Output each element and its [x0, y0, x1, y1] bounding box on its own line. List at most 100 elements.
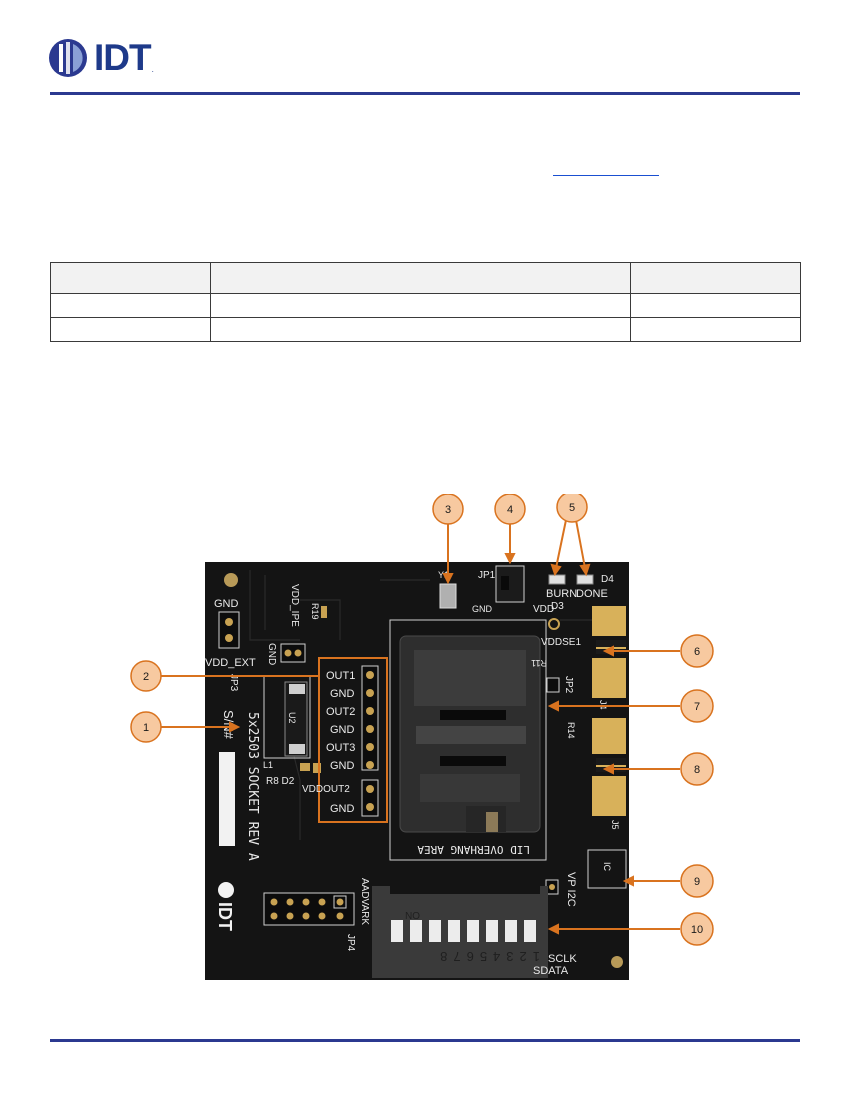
- y1-crystal: [439, 583, 457, 609]
- silk-aadvark: AADVARK: [359, 878, 370, 925]
- callout-leaders: [161, 519, 680, 935]
- spec-table: [50, 262, 801, 342]
- footer-rule: [50, 1039, 800, 1042]
- callout-8: 8: [680, 752, 714, 786]
- silk-d3: D3: [551, 601, 564, 612]
- silk-socket-name: 5x2503 SOCKET REV A: [245, 712, 260, 861]
- u2-chip: [284, 681, 308, 757]
- reference-link[interactable]: [553, 163, 659, 176]
- j5-sma-connector[interactable]: [592, 718, 626, 816]
- silk-r8-d2: R8 D2: [266, 776, 295, 787]
- header-rule: [50, 92, 800, 95]
- silk-vddout2: VDDOUT2: [302, 784, 350, 795]
- logo-text: IDT: [94, 37, 152, 78]
- table-cell: [630, 293, 801, 318]
- callout-4: 4: [494, 494, 526, 525]
- silk-gnd3: GND: [330, 760, 355, 772]
- mounting-hole: [224, 573, 238, 587]
- svg-text:4: 4: [507, 504, 513, 516]
- silk-serial-number: S/N#: [221, 710, 236, 740]
- mounting-hole: [611, 956, 623, 968]
- silk-out2: OUT2: [326, 706, 355, 718]
- callout-7: 7: [680, 689, 714, 723]
- ic-outline: [587, 849, 627, 889]
- callout-5: 5: [556, 494, 588, 523]
- silk-gnd-top: GND: [214, 598, 239, 610]
- lid-overhang-outline: [389, 619, 547, 861]
- silk-vp-i2c: VP I2C: [565, 872, 577, 907]
- silk-lid-overhang: LID OVERHANG AREA: [417, 843, 530, 856]
- callout-6: 6: [680, 634, 714, 668]
- done-led: [576, 574, 594, 585]
- silk-gnd-left: GND: [266, 643, 277, 665]
- burn-led: [548, 574, 566, 585]
- table-row: [50, 317, 801, 342]
- jp1-jumper: [495, 565, 525, 603]
- silk-vdd: VDD: [533, 604, 554, 615]
- callout-9: 9: [680, 864, 714, 898]
- dip-on-label: ON: [405, 909, 420, 920]
- table-header-cell: [210, 262, 631, 294]
- silk-jp2: JP2: [563, 676, 574, 694]
- output-pin-header: [361, 665, 379, 771]
- callout-10: 10: [680, 912, 714, 946]
- output-header-highlight: [318, 657, 388, 823]
- table-row: [50, 293, 801, 318]
- idt-logo: IDT .: [48, 36, 154, 80]
- silk-l1: L1: [263, 760, 273, 770]
- silk-vddse1: VDDSE1: [541, 637, 581, 648]
- svg-text:IDT: IDT: [215, 902, 235, 931]
- j4-sma-connector[interactable]: [592, 606, 626, 698]
- svg-text:6: 6: [694, 646, 700, 658]
- svg-text:1: 1: [143, 722, 149, 734]
- svg-text:8: 8: [694, 764, 700, 776]
- table-header-row: [50, 262, 801, 294]
- silk-jp1: JP1: [478, 570, 496, 581]
- silk-vdd-ipe: VDD_IPE: [289, 584, 300, 627]
- evaluation-board-figure: GND VDD_EXT JP3 GND VDD_IPE R19 U2 L1 R8…: [130, 494, 714, 980]
- vddse1-testpoint: [548, 618, 560, 630]
- silk-jp3: JP3: [228, 674, 239, 692]
- silk-r14: R14: [566, 722, 576, 739]
- silk-burn: BURN: [546, 588, 577, 600]
- dip-switch-numbers: 12345678: [434, 949, 540, 964]
- table-cell: [50, 293, 211, 318]
- serial-label-area: [219, 752, 235, 846]
- table-cell: [210, 317, 631, 342]
- callout-2: 2: [130, 660, 162, 692]
- svg-text:3: 3: [445, 504, 451, 516]
- test-socket[interactable]: [399, 635, 541, 833]
- silk-sclk: SCLK: [548, 953, 577, 965]
- silk-gnd1: GND: [330, 688, 355, 700]
- table-header-cell: [630, 262, 801, 294]
- svg-text:5: 5: [569, 502, 575, 514]
- callout-3: 3: [432, 494, 464, 525]
- jp3-header: [218, 611, 240, 649]
- silk-out3: OUT3: [326, 742, 355, 754]
- svg-text:10: 10: [691, 924, 703, 936]
- table-cell: [630, 317, 801, 342]
- silk-j4: J4: [598, 700, 608, 710]
- aadvark-header: [263, 892, 355, 926]
- silk-gnd-jp1: GND: [472, 604, 493, 614]
- logo-trademark: .: [151, 65, 154, 74]
- silk-u2: U2: [287, 712, 297, 724]
- table-cell: [210, 293, 631, 318]
- vdd-ipe-header: [280, 643, 306, 663]
- silk-out1: OUT1: [326, 670, 355, 682]
- idt-logo-mark-icon: [49, 39, 87, 77]
- silk-gnd2: GND: [330, 724, 355, 736]
- callout-1: 1: [130, 711, 162, 743]
- silk-sdata: SDATA: [533, 965, 569, 977]
- svg-text:2: 2: [143, 671, 149, 683]
- silk-r19: R19: [310, 603, 320, 620]
- silk-d4: D4: [601, 574, 614, 585]
- board-idt-logo: IDT: [215, 882, 235, 931]
- silk-j5: J5: [610, 820, 620, 830]
- silk-gnd4: GND: [330, 803, 355, 815]
- silk-done: DONE: [576, 588, 608, 600]
- svg-text:9: 9: [694, 876, 700, 888]
- table-header-cell: [50, 262, 211, 294]
- silk-jp4: JP4: [345, 934, 356, 952]
- silk-ic: IC: [602, 862, 612, 872]
